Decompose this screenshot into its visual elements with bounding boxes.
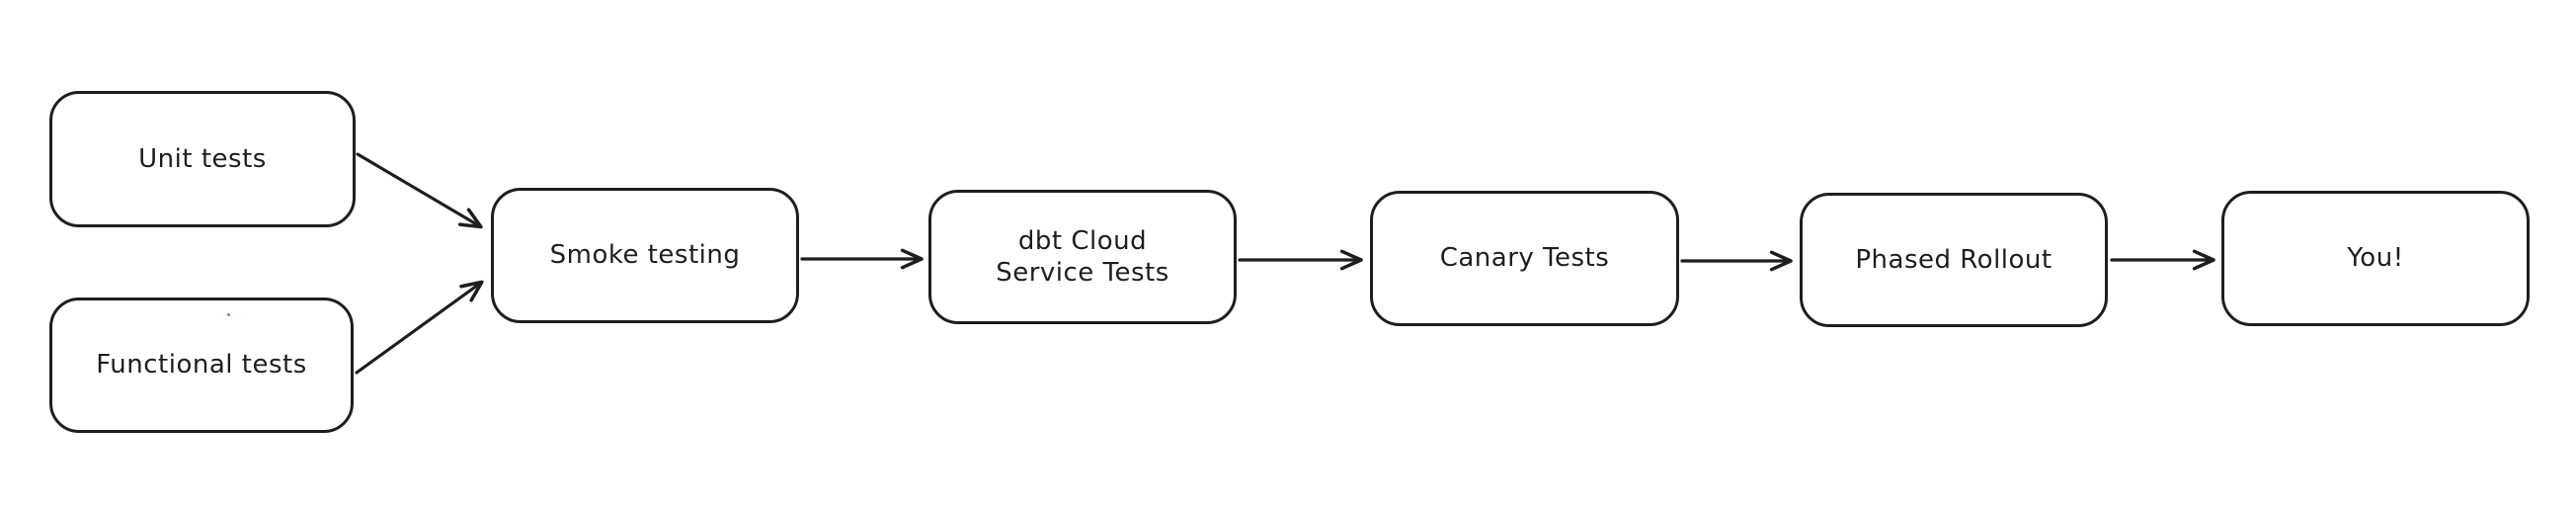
stray-red-dot-artifact bbox=[227, 313, 230, 316]
arrow-unit-tests-to-smoke-testing bbox=[356, 152, 483, 229]
arrow-functional-tests-to-smoke-testing bbox=[355, 280, 484, 375]
node-smoke-testing-label: Smoke testing bbox=[549, 240, 741, 271]
node-unit-tests: Unit tests bbox=[49, 91, 356, 227]
node-you-label: You! bbox=[2347, 243, 2404, 274]
node-unit-tests-label: Unit tests bbox=[138, 143, 267, 174]
node-phased-rollout: Phased Rollout bbox=[1800, 193, 2108, 327]
node-functional-tests: Functional tests bbox=[49, 298, 354, 433]
node-smoke-testing: Smoke testing bbox=[491, 188, 799, 323]
node-canary-tests: Canary Tests bbox=[1370, 191, 1679, 326]
node-dbt-cloud-service-tests: dbt Cloud Service Tests bbox=[928, 190, 1237, 324]
node-canary-tests-label: Canary Tests bbox=[1439, 243, 1610, 274]
node-functional-tests-label: Functional tests bbox=[96, 350, 307, 381]
node-you: You! bbox=[2221, 191, 2530, 326]
node-phased-rollout-label: Phased Rollout bbox=[1855, 244, 2053, 275]
node-dbt-cloud-service-tests-label: dbt Cloud Service Tests bbox=[996, 225, 1169, 289]
